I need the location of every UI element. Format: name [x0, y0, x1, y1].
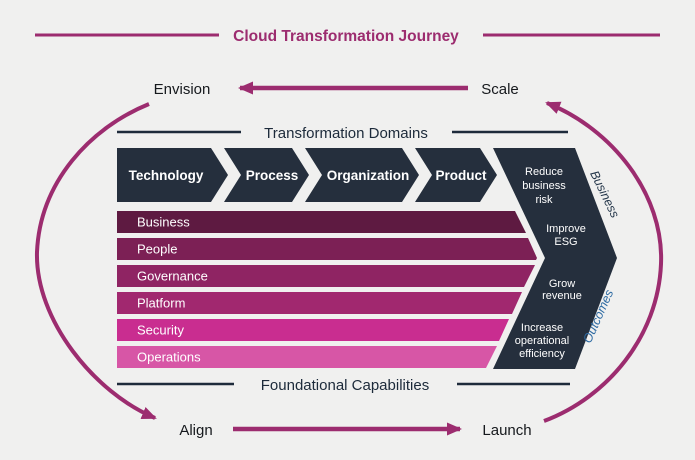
domain-label-technology: Technology [129, 168, 204, 183]
page-title: Cloud Transformation Journey [233, 28, 459, 45]
outcome-esg-line-2: ESG [554, 236, 577, 248]
domain-chevron-product [415, 148, 497, 202]
outcome-reduce-line-2: business [522, 180, 566, 192]
domain-chevron-process [224, 148, 309, 202]
outcome-revenue-line-2: revenue [542, 290, 582, 302]
outcome-efficiency-line-1: Increase [521, 322, 563, 334]
capability-label-people: People [137, 242, 177, 257]
capability-bar-operations [117, 346, 497, 368]
outcome-esg-line-1: Improve [546, 223, 586, 235]
cycle-label-envision: Envision [154, 81, 211, 98]
capability-bar-platform [117, 292, 522, 314]
domains-heading: Transformation Domains [264, 125, 428, 142]
capability-bar-governance [117, 265, 535, 287]
capabilities-heading: Foundational Capabilities [261, 377, 429, 394]
cycle-label-launch: Launch [482, 422, 531, 439]
domain-label-organization: Organization [327, 168, 410, 183]
capability-label-security: Security [137, 323, 184, 338]
outcome-revenue-line-1: Grow [549, 278, 575, 290]
cycle-label-scale: Scale [481, 81, 519, 98]
outcome-reduce-line-3: risk [535, 194, 553, 206]
domain-chevron-technology [117, 148, 228, 202]
outcome-efficiency-line-2: operational [515, 335, 569, 347]
domain-label-process: Process [246, 168, 299, 183]
capability-label-platform: Platform [137, 296, 185, 311]
capability-bar-security [117, 319, 509, 341]
domain-chevron-organization [305, 148, 419, 202]
capability-label-business: Business [137, 215, 190, 230]
outcome-efficiency-line-3: efficiency [519, 348, 565, 360]
outcomes-arrow [493, 148, 617, 369]
capability-label-operations: Operations [137, 350, 201, 365]
domain-label-product: Product [435, 168, 487, 183]
cycle-arc-launch-to-scale [543, 101, 664, 423]
capability-bar-business [117, 211, 526, 233]
cycle-arc-envision-to-align [34, 102, 157, 420]
capability-bar-people [117, 238, 537, 260]
outcome-reduce-line-1: Reduce [525, 166, 563, 178]
capability-label-governance: Governance [137, 269, 208, 284]
cycle-label-align: Align [179, 422, 212, 439]
